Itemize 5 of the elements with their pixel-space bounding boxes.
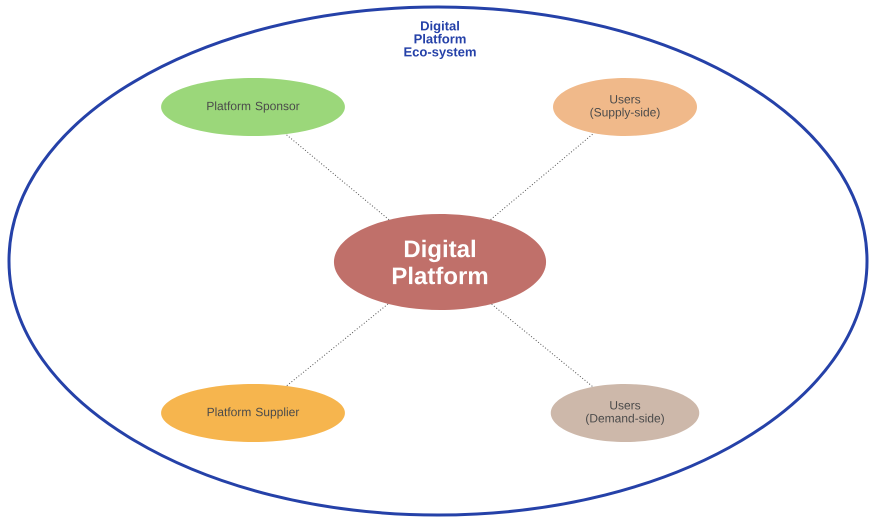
ecosystem-title: Digital Platform Eco-system [404,20,476,60]
connector-line [490,132,594,220]
connector-line [286,304,388,386]
connector-line [285,134,390,220]
connector-line [491,304,594,388]
